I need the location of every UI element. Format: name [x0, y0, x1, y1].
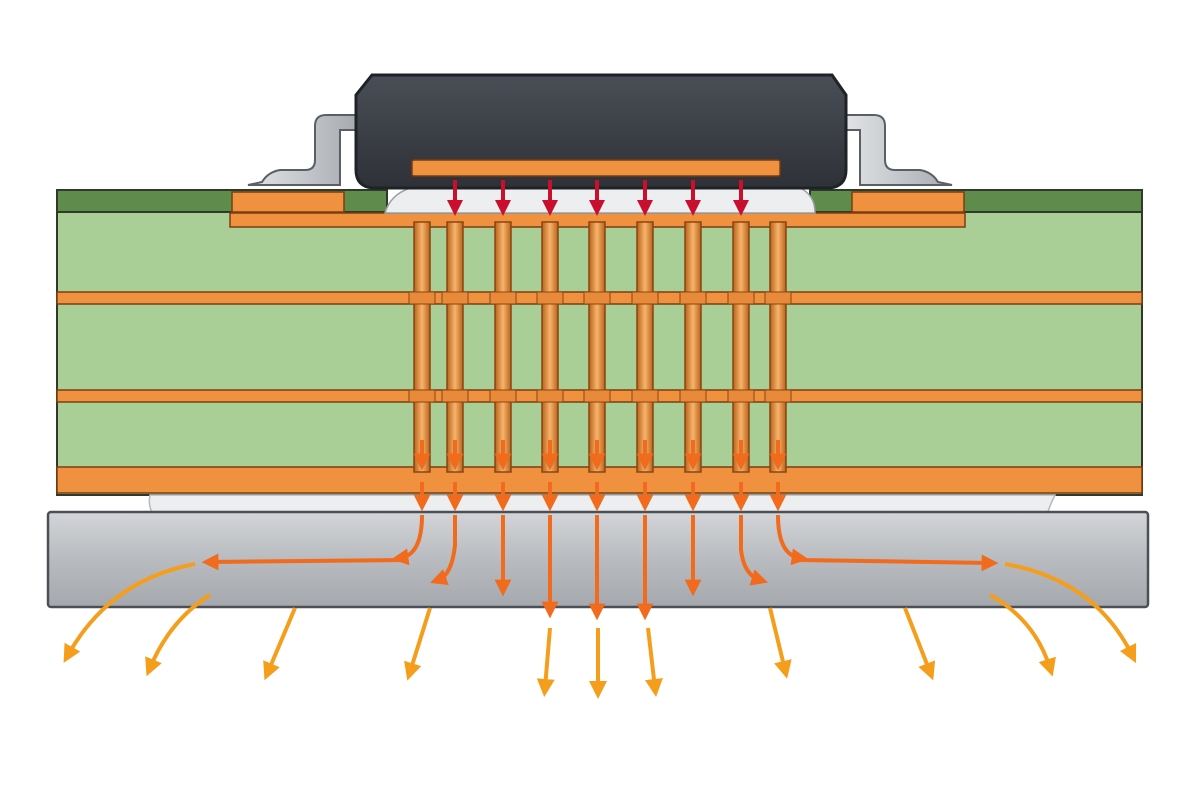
- ic-package-icon: [354, 73, 848, 190]
- thermal-interface-layer: [148, 494, 1057, 513]
- heat-flow-arrow-icon: [645, 627, 663, 697]
- lead-right: [843, 114, 953, 186]
- via-annular-ring: [441, 291, 469, 305]
- heat-flow-arrow-icon: [739, 515, 769, 586]
- thermal-via-icon: [446, 221, 464, 473]
- heat-flow-arrow-icon: [536, 627, 555, 697]
- thermal-via-icon: [413, 221, 431, 473]
- thermal-via-icon: [494, 221, 512, 473]
- thermal-via-icon: [684, 221, 702, 473]
- thermal-via-array: [408, 221, 792, 473]
- heat-flow-arrow-icon: [404, 607, 432, 681]
- via-annular-ring: [679, 389, 707, 403]
- exposed-die-pad: [411, 159, 781, 177]
- heat-flow-arrow-icon: [776, 514, 809, 566]
- lead-left: [247, 114, 357, 186]
- heat-flow-arrow-icon: [263, 607, 297, 681]
- via-annular-ring: [408, 291, 436, 305]
- solder-joint-center: [384, 187, 816, 214]
- via-annular-ring: [583, 389, 611, 403]
- via-heat-arrows: [413, 440, 787, 512]
- package-leads: [247, 114, 953, 186]
- via-annular-ring: [489, 389, 517, 403]
- via-annular-ring: [583, 291, 611, 305]
- heat-flow-arrow-icon: [391, 514, 424, 566]
- via-annular-ring: [727, 291, 755, 305]
- via-annular-ring: [489, 291, 517, 305]
- heat-flow-arrow-icon: [63, 562, 196, 663]
- via-annular-ring: [764, 291, 792, 305]
- via-annular-ring: [631, 291, 659, 305]
- heatsink-spread-arrows: [201, 514, 999, 621]
- heat-flow-arrow-icon: [768, 607, 792, 679]
- via-annular-ring: [536, 291, 564, 305]
- heat-flow-arrow-icon: [430, 515, 457, 586]
- heat-flow-arrow-icon: [903, 607, 936, 681]
- thermal-via-icon: [541, 221, 559, 473]
- via-annular-ring: [764, 389, 792, 403]
- heat-flow-arrow-icon: [1004, 562, 1137, 664]
- dissipation-arrows: [63, 562, 1137, 699]
- thermal-via-icon: [732, 221, 750, 473]
- heat-flow-arrow-icon: [989, 593, 1056, 677]
- thermal-via-icon: [588, 221, 606, 473]
- via-annular-ring: [727, 389, 755, 403]
- heat-flow-arrow-icon: [799, 554, 999, 572]
- heat-flow-arrow-icon: [145, 593, 212, 677]
- via-annular-ring: [441, 389, 469, 403]
- lead-pad-right: [851, 191, 965, 213]
- heat-flow-arrow-icon: [201, 553, 406, 571]
- thermal-via-icon: [636, 221, 654, 473]
- die-heat-arrows: [447, 180, 749, 216]
- via-annular-ring: [408, 389, 436, 403]
- thermal-via-icon: [769, 221, 787, 473]
- via-annular-ring: [679, 291, 707, 305]
- via-annular-ring: [536, 389, 564, 403]
- via-annular-ring: [631, 389, 659, 403]
- lead-pad-left: [231, 191, 345, 213]
